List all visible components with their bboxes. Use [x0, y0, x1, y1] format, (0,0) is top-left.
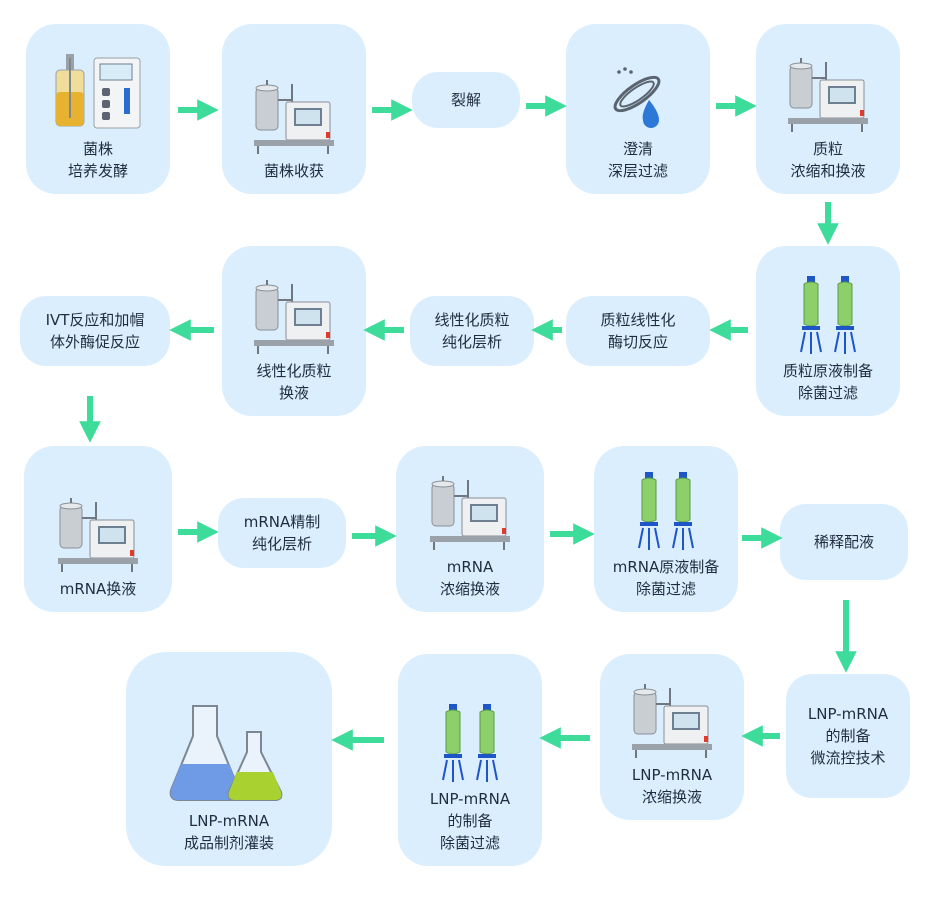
step-clarification: 澄清 深层过滤 [566, 24, 710, 194]
tff-system-icon [253, 280, 335, 355]
tff-system-icon [631, 684, 713, 759]
step-label: LNP-mRNA 成品制剂灌装 [183, 812, 274, 852]
step-mrna-sterile-filtration: mRNA原液制备 除菌过滤 [594, 446, 738, 612]
tff-system-icon [253, 80, 335, 155]
tff-system-icon [429, 476, 511, 551]
step-label: mRNA精制 纯化层析 [243, 513, 321, 553]
step-plasmid-sterile-filtration: 质粒原液制备 除菌过滤 [756, 246, 900, 416]
step-label: mRNA 浓缩换液 [439, 558, 500, 598]
step-label: IVT反应和加帽 体外酶促反应 [45, 311, 145, 351]
step-ivt-capping: IVT反应和加帽 体外酶促反应 [20, 296, 170, 366]
tff-system-icon [787, 58, 869, 133]
step-lnp-fill-finish: LNP-mRNA 成品制剂灌装 [126, 652, 332, 866]
step-strain-fermentation: 菌株 培养发酵 [26, 24, 170, 194]
bioreactor-icon [55, 54, 141, 129]
step-strain-harvest: 菌株收获 [222, 24, 366, 194]
step-label: 澄清 深层过滤 [607, 140, 668, 180]
step-label: 菌株 培养发酵 [67, 140, 128, 180]
depth-filter-icon [613, 67, 661, 128]
step-lnp-sterile-filtration: LNP-mRNA 的制备 除菌过滤 [398, 654, 542, 866]
step-label: mRNA原液制备 除菌过滤 [612, 558, 720, 598]
step-mrna-exchange: mRNA换液 [24, 446, 172, 612]
step-label: mRNA换液 [59, 580, 137, 598]
flask-icon [169, 705, 283, 801]
step-linear-plasmid-chromatography: 线性化质粒 纯化层析 [410, 296, 534, 366]
step-label: 质粒 浓缩和换液 [790, 140, 866, 180]
step-mrna-concentration: mRNA 浓缩换液 [396, 446, 544, 612]
step-label: LNP-mRNA 浓缩换液 [631, 766, 713, 806]
step-label: 裂解 [450, 91, 481, 109]
capsule-filter-icon [800, 275, 856, 355]
step-label: LNP-mRNA 的制备 微流控技术 [807, 705, 889, 767]
step-label: 线性化质粒 纯化层析 [434, 311, 510, 351]
step-label: 质粒原液制备 除菌过滤 [782, 362, 873, 402]
capsule-filter-icon [638, 471, 694, 551]
step-label: LNP-mRNA 的制备 除菌过滤 [429, 790, 511, 852]
step-dilution: 稀释配液 [780, 504, 908, 580]
step-linear-plasmid-exchange: 线性化质粒 换液 [222, 246, 366, 416]
step-lnp-microfluidics: LNP-mRNA 的制备 微流控技术 [786, 674, 910, 798]
tff-system-icon [57, 498, 139, 573]
step-lnp-concentration: LNP-mRNA 浓缩换液 [600, 654, 744, 820]
step-label: 菌株收获 [263, 162, 324, 180]
step-label: 线性化质粒 换液 [256, 362, 332, 402]
step-mrna-chromatography: mRNA精制 纯化层析 [218, 498, 346, 568]
step-plasmid-linearization: 质粒线性化 酶切反应 [566, 296, 710, 366]
capsule-filter-icon [442, 703, 498, 783]
step-plasmid-concentration: 质粒 浓缩和换液 [756, 24, 900, 194]
step-lysis: 裂解 [412, 72, 520, 128]
step-label: 稀释配液 [813, 533, 874, 551]
step-label: 质粒线性化 酶切反应 [600, 311, 676, 351]
